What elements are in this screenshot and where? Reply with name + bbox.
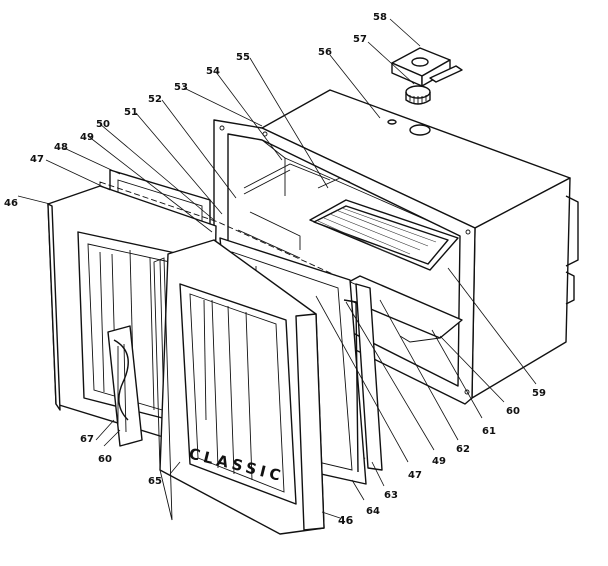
label-50: 50 <box>96 119 110 130</box>
label-67: 67 <box>80 434 94 445</box>
part-58-bracket <box>391 47 463 87</box>
label-57: 57 <box>353 34 367 45</box>
label-48: 48 <box>54 142 68 153</box>
label-47-top: 47 <box>30 154 44 165</box>
label-62: 62 <box>456 444 470 455</box>
part-labels: 58 57 56 55 54 53 52 51 50 49 48 47 46 5… <box>4 12 546 527</box>
label-46-left: 46 <box>4 198 18 209</box>
label-60-left: 60 <box>98 454 112 465</box>
label-52: 52 <box>148 94 162 105</box>
cabinet-body <box>261 89 579 399</box>
part-59-tray <box>309 199 459 271</box>
label-46-bottom: 46 <box>338 514 354 527</box>
door-glass-panel <box>153 257 173 521</box>
label-49-bottom: 49 <box>432 456 446 467</box>
label-63: 63 <box>384 490 398 501</box>
label-47-bottom: 47 <box>408 470 422 481</box>
cavity-rails <box>237 163 351 259</box>
label-61: 61 <box>482 426 496 437</box>
part-53-front-flange <box>213 119 476 405</box>
label-60-right: 60 <box>506 406 520 417</box>
label-49-top: 49 <box>80 132 94 143</box>
part-65-front-door <box>159 239 325 535</box>
label-64: 64 <box>366 506 380 517</box>
label-51: 51 <box>124 107 138 118</box>
part-57-knob <box>405 85 431 105</box>
part-67-latch <box>107 325 143 447</box>
label-55: 55 <box>236 52 250 63</box>
part-47-hinge-rail <box>343 299 359 473</box>
label-65: 65 <box>148 476 162 487</box>
label-54: 54 <box>206 66 220 77</box>
label-56: 56 <box>318 47 332 58</box>
leader-lines <box>17 18 537 519</box>
label-58: 58 <box>373 12 387 23</box>
label-53: 53 <box>174 82 188 93</box>
label-59: 59 <box>532 388 546 399</box>
